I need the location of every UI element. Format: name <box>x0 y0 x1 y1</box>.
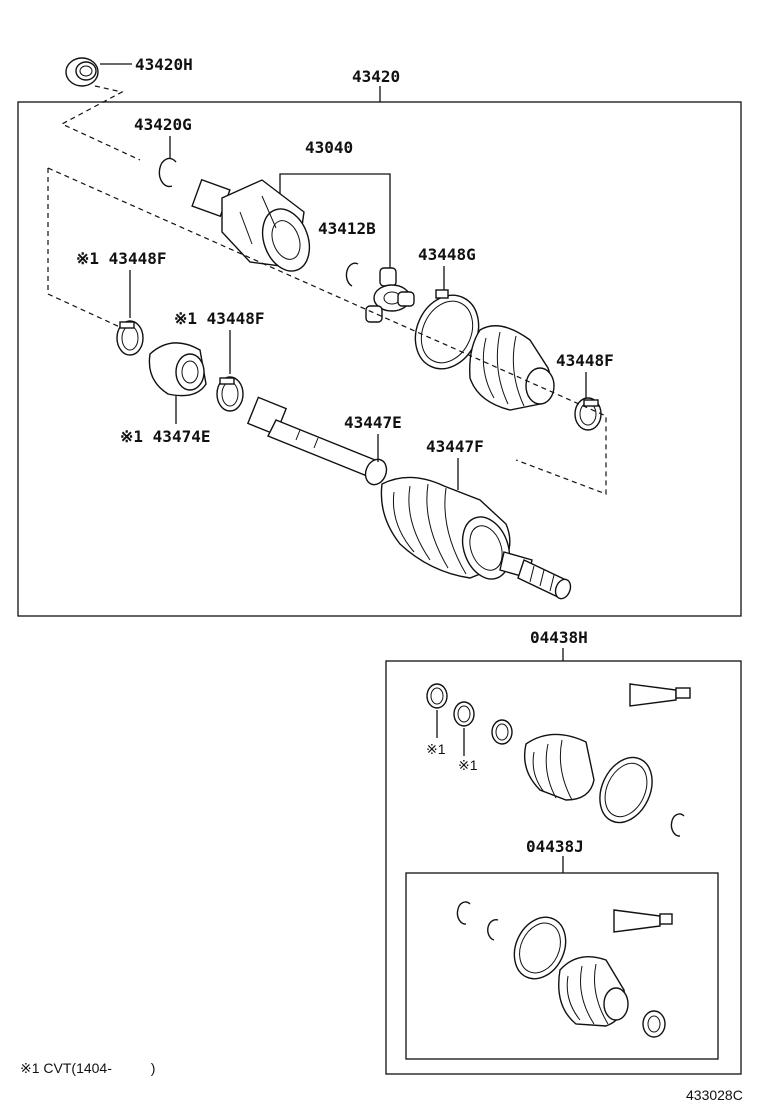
part-kit-j-snap-ring <box>456 901 471 925</box>
part-kit-h-clamp-1 <box>426 683 448 709</box>
part-43420G-snap-ring <box>158 157 177 188</box>
part-kit-h-boot <box>523 733 595 801</box>
part-kit-j-boot <box>558 956 629 1027</box>
kit-frame-04438H <box>385 660 742 1075</box>
label-43412B: 43412B <box>318 219 376 238</box>
part-kit-h-grease-tube <box>629 683 691 707</box>
part-43040-joint-housing <box>191 178 311 272</box>
diagram-id: 433028C <box>686 1087 743 1103</box>
label-43448F-left: ※1 43448F <box>76 249 166 268</box>
label-43474E: ※1 43474E <box>120 427 210 446</box>
label-43420: 43420 <box>352 67 400 86</box>
label-43040: 43040 <box>305 138 353 157</box>
part-inboard-boot <box>469 325 555 411</box>
part-43448F-clamp-middle <box>216 376 244 412</box>
part-drive-shaft <box>246 396 388 486</box>
label-43448G: 43448G <box>418 245 476 264</box>
label-43447E: 43447E <box>344 413 402 432</box>
mark-1-a: ※1 <box>426 741 446 757</box>
part-43474E-damper <box>148 342 207 397</box>
part-outboard-boot-joint <box>380 476 572 600</box>
kit-frame-04438J <box>405 872 719 1060</box>
label-04438J: 04438J <box>526 837 584 856</box>
part-tripod-spider <box>365 267 415 323</box>
part-kit-h-band <box>599 756 653 824</box>
part-43448F-clamp-right <box>574 397 602 431</box>
part-43420H-seal <box>65 57 99 87</box>
label-43448F-middle: ※1 43448F <box>174 309 264 328</box>
part-kit-j-ring-2 <box>487 918 499 941</box>
part-43448G-band <box>414 289 480 370</box>
mark-1-b: ※1 <box>458 757 478 773</box>
label-43447F: 43447F <box>426 437 484 456</box>
part-kit-h-clamp-3 <box>491 719 513 745</box>
part-kit-h-snap-ring <box>670 813 685 837</box>
label-43420H: 43420H <box>135 55 193 74</box>
part-kit-j-grease-tube <box>613 909 673 933</box>
label-04438H: 04438H <box>530 628 588 647</box>
part-43448F-clamp-left <box>116 320 144 356</box>
assembly-frame-43420 <box>17 101 742 617</box>
label-43448F-right: 43448F <box>556 351 614 370</box>
part-kit-j-band <box>513 916 567 980</box>
part-43412B-snap-ring <box>345 262 359 287</box>
footnote: ※1 CVT(1404- ) <box>20 1060 155 1076</box>
part-kit-j-clamp <box>642 1010 666 1038</box>
label-43420G: 43420G <box>134 115 192 134</box>
part-kit-h-clamp-2 <box>453 701 475 727</box>
